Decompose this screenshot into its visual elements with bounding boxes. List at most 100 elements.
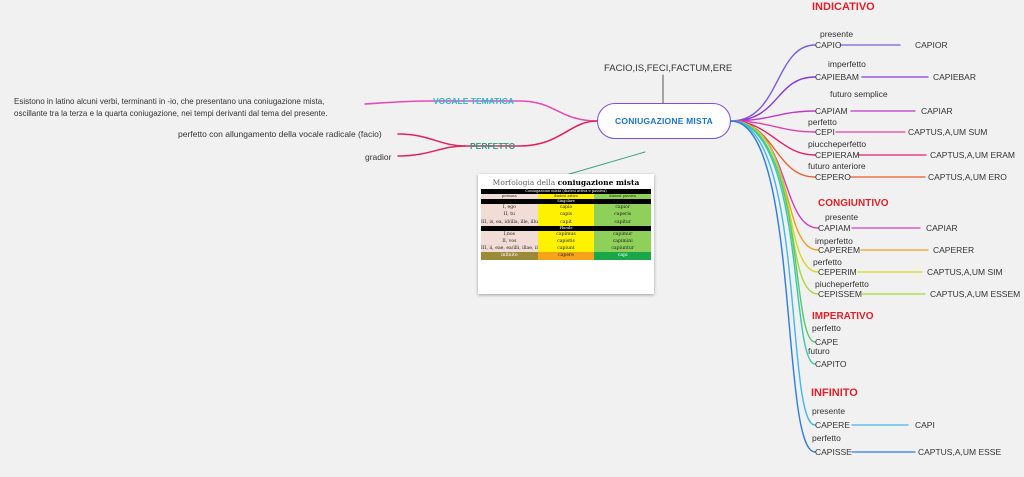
label-piucheperfetto[interactable]: piucheperfetto: [815, 279, 869, 289]
col-head-attiva: diatesi attiva: [537, 194, 595, 200]
link-capiebam: [730, 76, 816, 122]
link-perfetto-child1: [397, 133, 466, 147]
label-perfetto-cong[interactable]: perfetto: [813, 257, 842, 267]
table-cell: II, tu: [481, 211, 538, 219]
table-cell: capio: [537, 204, 595, 212]
link-perfetto: [464, 120, 598, 147]
node-captus-esse[interactable]: CAPTUS,A,UM ESSE: [918, 447, 1002, 457]
vocale-tematica-description[interactable]: Esistono in latino alcuni verbi, termina…: [14, 96, 328, 120]
table-title-prefix: Morfologia della: [492, 178, 556, 187]
faint-placeholder: [862, 22, 982, 40]
node-cepieram[interactable]: CEPIERAM: [815, 150, 860, 160]
table-row-infinito: infinito capere capi: [481, 252, 652, 260]
table-row: II, vos capistis capimini: [481, 238, 652, 246]
table-singolare-bar: Singolare: [481, 199, 651, 205]
node-capere[interactable]: CAPERE: [815, 420, 850, 430]
verb-principal-parts[interactable]: FACIO,IS,FECI,FACTUM,ERE: [604, 63, 733, 74]
node-capiam-cong[interactable]: CAPIAM: [818, 223, 851, 233]
header-indicativo[interactable]: INDICATIVO: [812, 1, 875, 13]
description-line-2: oscillante tra la terza e la quarta coni…: [14, 109, 328, 118]
label-piuccheperfetto[interactable]: piuccheperfetto: [808, 139, 867, 149]
table-title-bold: coniugazione mista: [557, 178, 640, 187]
table-cell: capitur: [594, 218, 652, 226]
table-cell: III, is, ea, id/illa, ille, illud: [481, 218, 538, 226]
node-capior[interactable]: CAPIOR: [915, 40, 948, 50]
table-cell: II, vos: [481, 238, 538, 246]
perfetto-gradior[interactable]: gradior: [365, 152, 392, 162]
table-cell: capis: [537, 211, 595, 219]
table-cell: caperis: [594, 211, 652, 219]
node-cape[interactable]: CAPE: [815, 337, 839, 347]
link-vocale-tematica: [364, 100, 598, 122]
table-cell: capiuntur: [594, 245, 652, 253]
node-captus-sum[interactable]: CAPTUS,A,UM SUM: [908, 127, 988, 137]
link-capito: [730, 120, 816, 365]
table-cell: capimini: [594, 238, 652, 246]
node-capiebar[interactable]: CAPIEBAR: [933, 72, 976, 82]
label-futuro-semplice[interactable]: futuro semplice: [830, 89, 888, 99]
node-ceperim[interactable]: CEPERIM: [818, 267, 857, 277]
branch-perfetto[interactable]: PERFETTO: [470, 141, 516, 151]
node-capisse[interactable]: CAPISSE: [815, 447, 852, 457]
table-cell: capiunt: [537, 245, 595, 253]
node-capi[interactable]: CAPI: [915, 420, 935, 430]
table-header-bar: Coniugazione mista (diatesi attiva e pas…: [481, 189, 651, 194]
link-capisse: [730, 120, 816, 453]
node-captus-essem[interactable]: CAPTUS,A,UM ESSEM: [930, 289, 1021, 299]
node-captus-sim[interactable]: CAPTUS,A,UM SIM: [927, 267, 1003, 277]
node-captus-ero[interactable]: CAPTUS,A,UM ERO: [928, 172, 1007, 182]
node-capiam-ind[interactable]: CAPIAM: [815, 106, 848, 116]
table-cell: I,nos: [481, 230, 538, 239]
table-cell: capior: [594, 204, 652, 212]
node-capiar-ind[interactable]: CAPIAR: [921, 106, 953, 116]
description-line-1: Esistono in latino alcuni verbi, termina…: [14, 97, 325, 106]
branch-vocale-tematica[interactable]: VOCALE TEMATICA: [433, 96, 515, 106]
table-row: I,nos capimus capimur: [481, 230, 652, 239]
label-perfetto-imp[interactable]: perfetto: [812, 323, 841, 333]
table-row: I, ego capio capior: [481, 204, 652, 212]
node-cepi[interactable]: CEPI: [815, 127, 835, 137]
node-capiar-cong[interactable]: CAPIAR: [926, 223, 958, 233]
label-presente-inf[interactable]: presente: [812, 406, 846, 416]
table-cell: III, ii, eae, ea/illi, illae, illa: [481, 245, 538, 253]
root-node[interactable]: CONIUGAZIONE MISTA: [597, 103, 731, 139]
table-cell: capere: [537, 252, 595, 260]
table-cell: capistis: [537, 238, 595, 246]
label-perfetto-ind[interactable]: perfetto: [808, 117, 837, 127]
node-capito[interactable]: CAPITO: [815, 359, 847, 369]
header-infinito[interactable]: INFINITO: [811, 387, 858, 399]
link-cepero: [730, 120, 816, 178]
node-cepero[interactable]: CEPERO: [815, 172, 851, 182]
table-row: III, is, ea, id/illa, ille, illud capit …: [481, 218, 652, 226]
label-imperfetto-cong[interactable]: imperfetto: [815, 236, 853, 246]
label-futuro-imp[interactable]: futuro: [808, 346, 830, 356]
label-presente-cong[interactable]: presente: [825, 212, 859, 222]
link-capiam-cong: [730, 120, 819, 229]
table-image-conjugation[interactable]: Morfologia della coniugazione mista Coni…: [478, 174, 654, 294]
label-imperfetto-ind[interactable]: imperfetto: [828, 59, 866, 69]
root-title: CONIUGAZIONE MISTA: [615, 116, 713, 126]
node-captus-eram[interactable]: CAPTUS,A,UM ERAM: [930, 150, 1016, 160]
table-plurale-bar: Plurale: [481, 225, 651, 231]
link-ceperim: [730, 120, 819, 273]
label-perfetto-inf[interactable]: perfetto: [812, 433, 841, 443]
node-caperem[interactable]: CAPEREM: [818, 245, 861, 255]
node-capio[interactable]: CAPIO: [815, 40, 842, 50]
label-presente-ind[interactable]: presente: [820, 29, 854, 39]
node-caperer[interactable]: CAPERER: [933, 245, 975, 255]
perfetto-allungamento[interactable]: perfetto con allungamento della vocale r…: [178, 129, 382, 139]
header-congiuntivo[interactable]: CONGIUNTIVO: [818, 198, 889, 209]
table-cell: capimus: [537, 230, 595, 239]
header-imperativo[interactable]: IMPERATIVO: [812, 311, 874, 322]
node-cepissem[interactable]: CEPISSEM: [818, 289, 862, 299]
link-cepissem: [730, 120, 819, 295]
link-perfetto-child2: [397, 145, 466, 157]
node-capiebam[interactable]: CAPIEBAM: [815, 72, 859, 82]
col-head-passiva: diatesi passiva: [594, 194, 652, 200]
table-row: III, ii, eae, ea/illi, illae, illa capiu…: [481, 245, 652, 253]
label-futuro-anteriore[interactable]: futuro anteriore: [808, 161, 866, 171]
link-capio: [730, 44, 816, 122]
table-row: II, tu capis caperis: [481, 211, 652, 219]
table-cell: capi: [594, 252, 652, 260]
